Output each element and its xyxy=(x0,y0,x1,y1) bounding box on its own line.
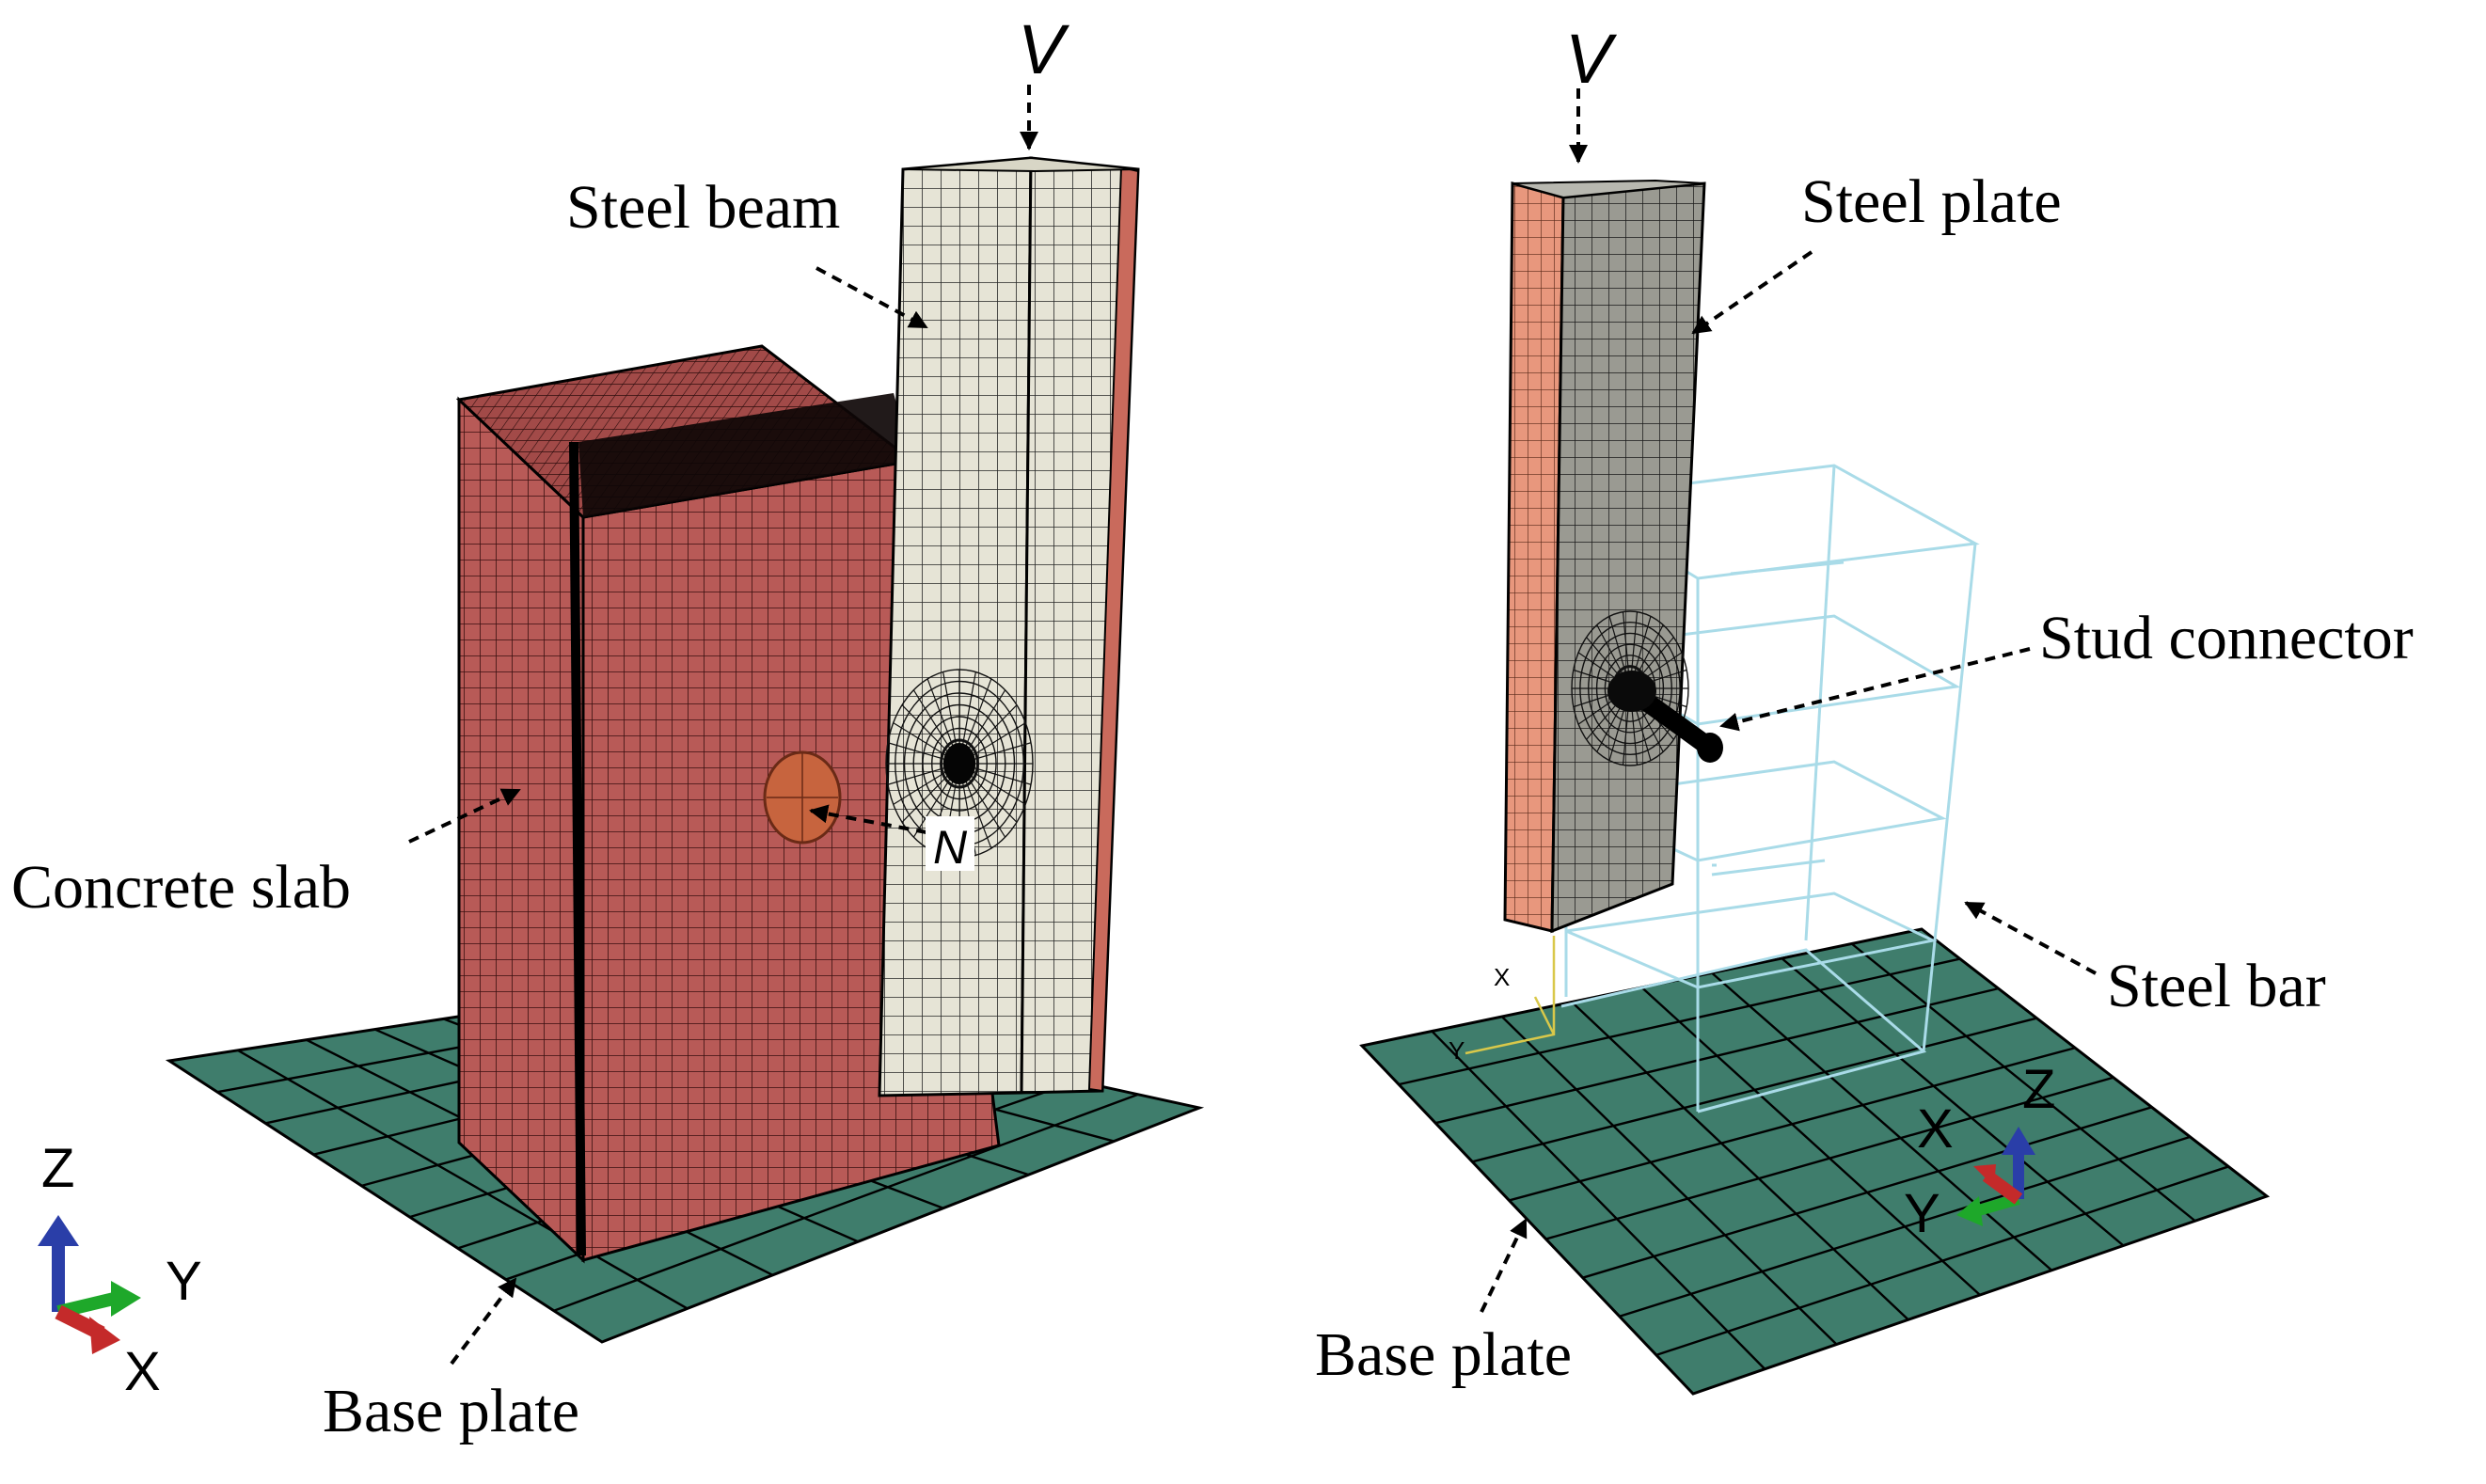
left-steel-beam-leader xyxy=(815,266,928,329)
left-base-plate-leader xyxy=(450,1277,517,1366)
left-load-v-label: V xyxy=(1018,10,1070,88)
left-load-n-label: N xyxy=(933,821,968,874)
y-axis-arrow-icon xyxy=(1956,1196,1983,1226)
left-load-n-tag: N xyxy=(926,816,974,874)
right-axis-x-label: X xyxy=(1917,1098,1954,1160)
left-axis-y-label: Y xyxy=(166,1251,202,1312)
right-stud-connector xyxy=(1607,671,1723,763)
left-n-leader xyxy=(809,804,927,834)
left-steel-beam xyxy=(878,156,1140,1097)
right-steel-plate-leader xyxy=(1691,250,1813,335)
left-steel-beam-label: Steel beam xyxy=(566,173,840,242)
left-concrete-slab-leader xyxy=(408,788,521,844)
local-csys-x-label: X xyxy=(1494,963,1510,991)
right-axis-triad: Z X Y xyxy=(1904,1059,2055,1244)
x-axis-arrow-icon xyxy=(89,1317,120,1354)
right-steel-plate-label: Steel plate xyxy=(1801,167,2062,236)
right-axis-z-label: Z xyxy=(2022,1059,2055,1120)
left-concrete-slab-label: Concrete slab xyxy=(11,853,351,922)
right-stud-connector-label: Stud connector xyxy=(2039,604,2414,672)
left-model: V Steel beam Concrete slab N Base plate … xyxy=(11,10,1205,1445)
right-model: X Y V Steel plate Stud connector Steel b… xyxy=(1315,20,2414,1396)
right-axis-y-label: Y xyxy=(1904,1183,1940,1244)
right-base-plate-leader xyxy=(1480,1218,1528,1313)
right-base-plate-label: Base plate xyxy=(1315,1320,1572,1389)
left-axis-triad: Z Y X xyxy=(38,1138,202,1402)
z-axis-arrow-icon xyxy=(2002,1127,2035,1155)
right-local-csys: X Y xyxy=(1449,936,1556,1065)
left-axis-x-label: X xyxy=(124,1341,161,1402)
local-csys-y-label: Y xyxy=(1449,1036,1465,1065)
x-axis-arrow-icon xyxy=(1973,1164,1996,1187)
right-steel-bar-label: Steel bar xyxy=(2107,952,2326,1020)
left-base-plate-label: Base plate xyxy=(323,1377,579,1445)
left-axis-z-label: Z xyxy=(41,1138,74,1199)
z-axis-arrow-icon xyxy=(38,1215,79,1246)
y-axis-arrow-icon xyxy=(111,1281,141,1317)
right-steel-plate xyxy=(1503,179,1723,934)
right-stud-connector-leader xyxy=(1719,647,2031,732)
right-steel-bar-leader xyxy=(1964,901,2097,975)
right-load-v-label: V xyxy=(1565,20,1618,98)
